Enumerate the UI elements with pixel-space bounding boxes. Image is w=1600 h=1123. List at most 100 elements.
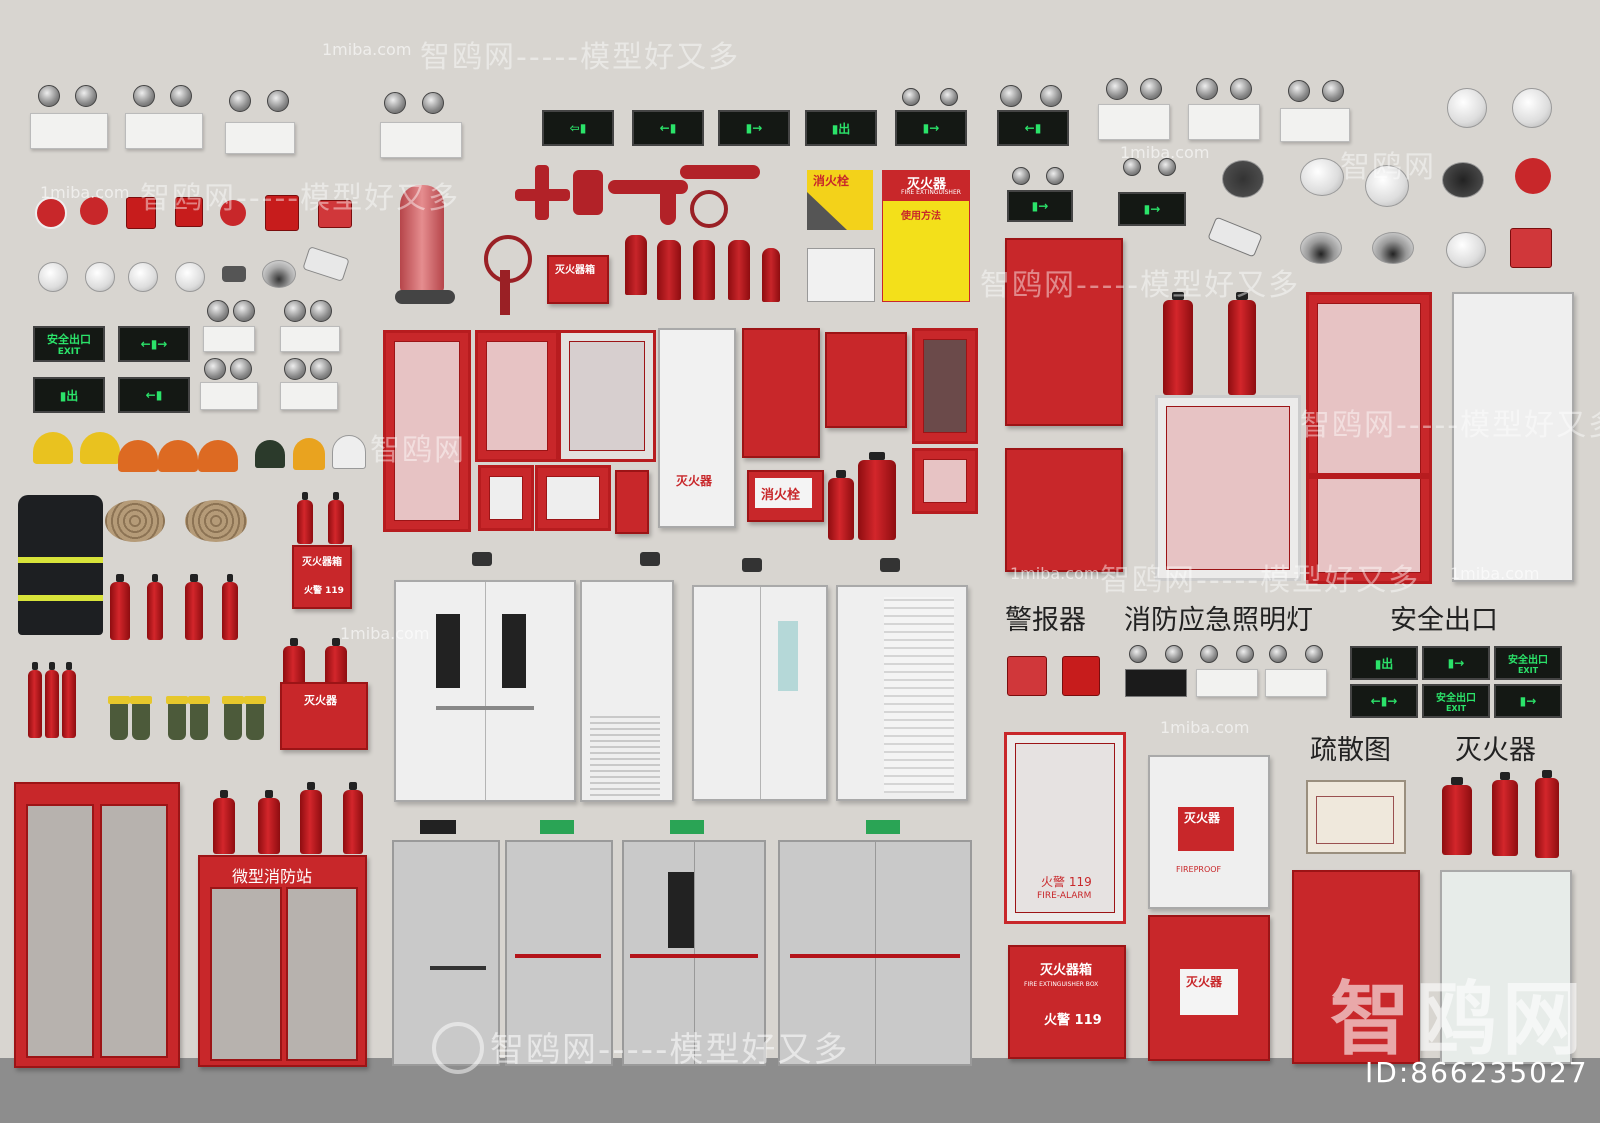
fire-extinguisher xyxy=(1492,772,1518,856)
station-glass-right xyxy=(286,887,358,1061)
firefighter-suit xyxy=(18,495,103,635)
exit-runner-icon: ▮→ xyxy=(1031,199,1049,213)
lamp-icon xyxy=(1012,167,1030,185)
model-id-label: ID:866235027 xyxy=(1365,1056,1589,1089)
box-call: 火警 119 xyxy=(304,586,344,596)
red-cabinet xyxy=(1005,238,1123,426)
cabinet-sign xyxy=(1178,807,1234,851)
security-camera-icon xyxy=(1207,216,1263,258)
lamp-icon xyxy=(1106,78,1128,100)
exit-sign-text: 安全出口 xyxy=(1508,655,1548,666)
cabinet-glass-left xyxy=(26,804,94,1058)
fire-extinguisher xyxy=(213,790,235,854)
watermark-cn: 智鸥网-----模型好又多 xyxy=(1300,408,1600,443)
lamp-icon xyxy=(1165,645,1183,663)
smoke-detector-icon xyxy=(1365,165,1409,207)
exit-sign-text-en: EXIT xyxy=(57,347,81,357)
hydrant-cabinet xyxy=(912,328,978,444)
exit-sign: ←▮ xyxy=(632,110,704,146)
exit-indicator xyxy=(670,820,704,834)
hydrant-cabinet xyxy=(383,330,471,532)
grey-fire-door xyxy=(505,840,613,1066)
exit-runner-icon: ←▮ xyxy=(145,388,163,402)
pipe-valve-2 xyxy=(573,170,603,215)
light-panel xyxy=(225,122,295,154)
wheeled-extinguisher xyxy=(400,185,444,295)
fire-extinguisher xyxy=(828,470,854,540)
lamp-icon xyxy=(310,358,332,380)
cabinet-label: 灭火器 xyxy=(676,474,713,488)
light-panel xyxy=(30,113,108,149)
light-panel xyxy=(200,382,258,410)
fire-hydrant xyxy=(693,240,715,300)
lamp-icon xyxy=(422,92,444,114)
valve-stand xyxy=(500,270,510,315)
white-cabinet-large xyxy=(1440,870,1572,1064)
hydrant-cabinet xyxy=(558,330,656,462)
smoke-detector-icon xyxy=(175,262,205,292)
exit-runner-icon: ▮出 xyxy=(59,388,79,403)
white-cabinet-tall xyxy=(1452,292,1574,582)
exit-runner-icon: ▮出 xyxy=(831,121,851,136)
fire-extinguisher xyxy=(222,574,238,640)
lamp-icon xyxy=(1305,645,1323,663)
lamp-icon xyxy=(1140,78,1162,100)
door-window xyxy=(778,621,798,691)
light-panel xyxy=(203,326,255,352)
extinguisher-usage-poster: 灭火器 FIRE EXTINGUISHER 使用方法 xyxy=(882,170,970,302)
box-label-en: FIRE EXTINGUISHER BOX xyxy=(1024,981,1099,988)
watermark-cn-short: 智鸥网 xyxy=(1340,150,1436,185)
smoke-detector-icon xyxy=(85,262,115,292)
fire-hose-reel xyxy=(185,500,247,542)
lamp-icon xyxy=(133,85,155,107)
exit-sign: ▮出 xyxy=(33,377,105,413)
door-window xyxy=(436,614,460,688)
cabinet-alarm-en: FIRE-ALARM xyxy=(1037,891,1092,901)
lamp-icon xyxy=(233,300,255,322)
alarm-device-icon xyxy=(1062,656,1100,696)
watermark-cn: 智鸥网-----模型好又多 xyxy=(980,268,1301,303)
exit-sign: ▮→ xyxy=(1118,192,1186,226)
box-label: 灭火器箱 xyxy=(555,265,595,276)
poster-header xyxy=(883,171,969,201)
rack-label: 灭火器 xyxy=(304,694,337,707)
cabinet-sign-text: 灭火器 xyxy=(1186,975,1223,989)
watermark-site: 1miba.com xyxy=(340,624,430,643)
exit-runner-icon: ▮出 xyxy=(1374,656,1394,671)
pipe-valve-1 xyxy=(515,165,570,220)
exit-sign: ←▮→ xyxy=(118,326,190,362)
exit-sign: ←▮ xyxy=(118,377,190,413)
door-vent xyxy=(590,712,660,796)
boot-icon xyxy=(130,696,152,740)
security-camera-icon xyxy=(302,246,350,282)
lamp-icon xyxy=(1200,645,1218,663)
cabinet-sign-text: 灭火器 xyxy=(1184,811,1221,825)
light-panel xyxy=(280,382,338,410)
boot-icon xyxy=(108,696,130,740)
boot-icon xyxy=(166,696,188,740)
lamp-icon xyxy=(230,358,252,380)
map-floorplan xyxy=(1316,796,1394,844)
red-extinguisher-cabinet: 灭火器 xyxy=(1148,915,1270,1061)
exit-sign: ▮出 xyxy=(1350,646,1418,680)
lamp-icon xyxy=(384,92,406,114)
door-handle xyxy=(430,966,486,970)
lamp-icon xyxy=(204,358,226,380)
lamp-icon xyxy=(284,358,306,380)
fire-extinguisher xyxy=(1442,777,1472,855)
boot-icon xyxy=(188,696,210,740)
wheeled-extinguisher-wheels xyxy=(395,290,455,304)
reflective-stripe xyxy=(18,595,103,601)
fire-extinguisher xyxy=(1163,292,1193,395)
fire-hydrant xyxy=(625,235,647,295)
cabinet-glass-right xyxy=(100,804,168,1058)
light-panel xyxy=(1280,108,1350,142)
lamp-icon xyxy=(1236,645,1254,663)
station-glass-left xyxy=(210,887,282,1061)
red-cabinet-large xyxy=(1292,870,1420,1064)
lamp-icon xyxy=(1123,158,1141,176)
door-indicator xyxy=(640,552,660,566)
watermark-site: 1miba.com xyxy=(1160,718,1250,737)
fire-hose-reel xyxy=(105,500,165,542)
lamp-icon xyxy=(1196,78,1218,100)
